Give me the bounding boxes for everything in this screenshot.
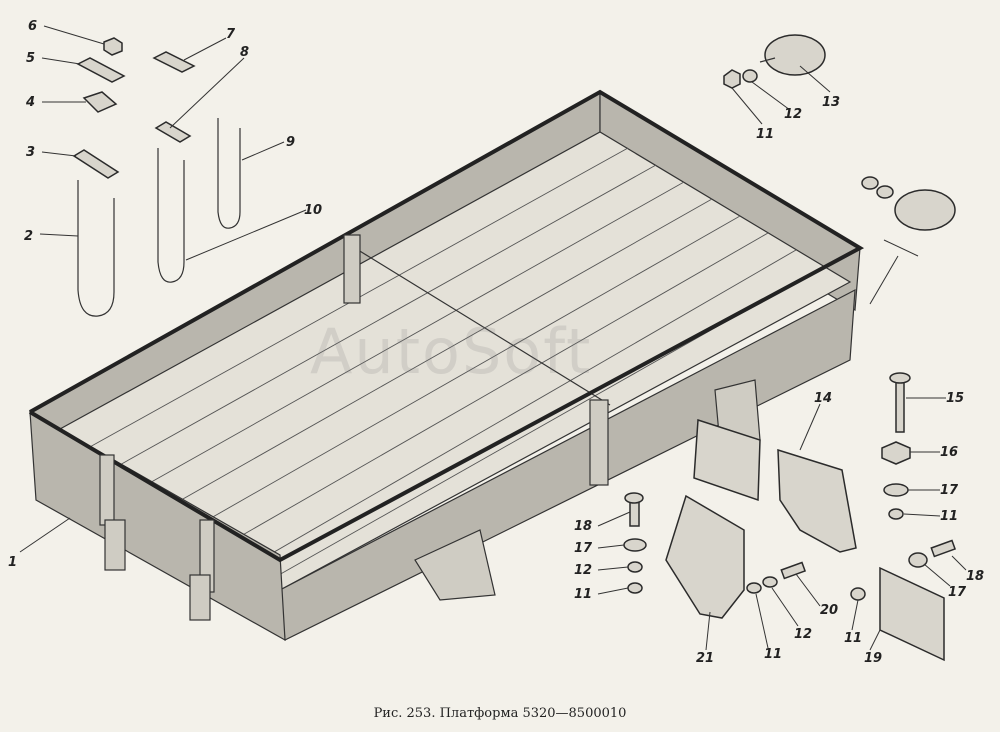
- washer-part-17-left: [623, 538, 647, 552]
- callout-3: 3: [26, 145, 35, 160]
- callout-9: 9: [286, 135, 295, 150]
- callout-11: 11: [756, 127, 774, 142]
- strap-part-8: [154, 121, 192, 143]
- nut-part-6: [103, 37, 123, 56]
- plate-part-4: [82, 91, 118, 113]
- watermark: AutoSoft: [310, 315, 593, 388]
- u-bolt-part-2: [77, 180, 115, 317]
- callout-11-c: 11: [764, 647, 782, 662]
- strap-part-3: [72, 149, 120, 179]
- strap-part-7: [152, 51, 196, 73]
- bolt-part-18-right: [930, 539, 957, 558]
- callout-15: 15: [946, 391, 964, 406]
- nut-part-11-mid: [746, 582, 762, 594]
- callout-12-b: 12: [794, 627, 812, 642]
- callout-17-b: 17: [574, 541, 593, 556]
- washer-part-17-lower: [908, 552, 928, 568]
- callout-5: 5: [26, 51, 35, 66]
- mud-flap-part-21: [665, 494, 745, 619]
- callout-10: 10: [304, 203, 322, 218]
- callout-labels: 6 5 4 7 8 9 3 2 10 1 13 12 11 15 16 17 1…: [8, 19, 984, 666]
- front-board: [29, 410, 286, 642]
- callout-12: 12: [784, 107, 802, 122]
- washer-part-12-mid: [762, 576, 778, 588]
- nut-part-11: [723, 69, 741, 89]
- callout-8: 8: [240, 45, 249, 60]
- callout-4: 4: [25, 95, 35, 110]
- callout-7: 7: [226, 27, 236, 42]
- bolt-part-15: [895, 379, 905, 433]
- callout-1: 1: [8, 555, 17, 570]
- callout-20: 20: [820, 603, 838, 618]
- callout-11-b: 11: [574, 587, 592, 602]
- nut-part-upper: [861, 176, 879, 190]
- callout-17-a: 17: [940, 483, 959, 498]
- callout-6: 6: [28, 19, 37, 34]
- nut-part-16: [881, 441, 911, 465]
- buffer-part-13: [764, 34, 826, 76]
- buffer-part-upper: [894, 189, 956, 231]
- under-frame: [104, 379, 761, 621]
- leader-lines: [19, 25, 967, 651]
- hardware-parts: [72, 37, 241, 317]
- figure-caption: Рис. 253. Платформа 5320—8500010: [373, 706, 627, 721]
- mud-flap-part-14: [777, 448, 857, 553]
- lower-parts: [623, 372, 957, 662]
- callout-12-a: 12: [574, 563, 592, 578]
- platform: [28, 89, 865, 642]
- callout-18-b: 18: [966, 569, 984, 584]
- u-bolt-part-9: [217, 118, 241, 229]
- callout-16: 16: [940, 445, 958, 460]
- callout-19: 19: [864, 651, 882, 666]
- washer-part-upper: [876, 185, 894, 199]
- nut-part-11-lower: [850, 587, 866, 601]
- callout-11-d: 11: [844, 631, 862, 646]
- callout-21: 21: [696, 651, 714, 666]
- washer-part-17-right: [883, 483, 909, 497]
- callout-11-a: 11: [940, 509, 958, 524]
- u-bolt-part-10: [157, 148, 185, 283]
- mud-flap-sheet: [693, 418, 761, 502]
- plate-part-19: [879, 566, 945, 662]
- floor-split-line: [349, 244, 611, 406]
- callout-13: 13: [822, 95, 840, 110]
- bolt-part-20: [780, 561, 807, 580]
- callout-18-a: 18: [574, 519, 592, 534]
- platform-rim: [28, 89, 865, 563]
- nut-part-11-left: [627, 582, 643, 594]
- buffer-parts: [723, 34, 956, 231]
- callout-17-c: 17: [948, 585, 967, 600]
- nut-part-11-right: [888, 508, 904, 520]
- plate-part-5: [76, 57, 126, 83]
- bolt-part-18-left: [629, 499, 640, 527]
- callout-2: 2: [24, 229, 33, 244]
- callout-14: 14: [814, 391, 832, 406]
- washer-part-12: [742, 69, 758, 83]
- washer-part-12-left: [627, 561, 643, 573]
- side-posts: [99, 234, 609, 593]
